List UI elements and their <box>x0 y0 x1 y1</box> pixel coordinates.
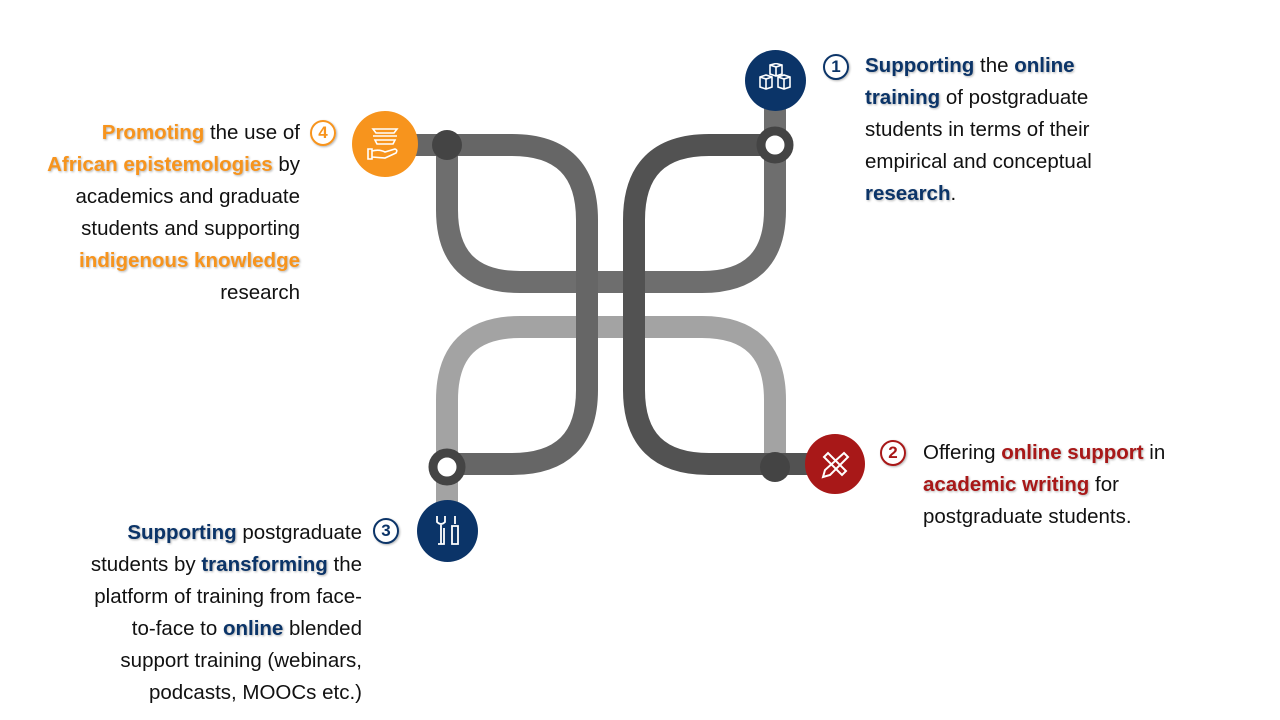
highlight-text: Supporting <box>865 54 975 77</box>
body-text: in <box>1143 441 1166 464</box>
highlight-text: indigenous knowledge <box>79 249 300 272</box>
highlight-text: online <box>222 617 284 640</box>
body-text: students and supporting <box>81 217 300 240</box>
body-text: Offering <box>923 441 1002 464</box>
node-bottom-right <box>760 452 790 482</box>
cubes-icon <box>745 50 806 111</box>
step-number-1: 1 <box>823 54 849 80</box>
highlight-text: Promoting <box>101 121 205 144</box>
tools-icon <box>417 500 478 562</box>
body-text: postgraduate students. <box>923 505 1132 528</box>
text-line: indigenous knowledge <box>47 245 300 277</box>
text-line: to-face to online blended <box>91 613 362 645</box>
body-text: students in terms of their <box>865 118 1090 141</box>
body-text: academics and graduate <box>75 185 300 208</box>
body-text: postgraduate <box>236 521 362 544</box>
highlight-text: research <box>865 182 951 205</box>
node-top-left <box>432 130 462 160</box>
body-text: the <box>327 553 362 576</box>
body-text: students by <box>90 553 202 576</box>
text-line: academic writing for <box>923 469 1165 501</box>
text-line: Supporting the online <box>865 50 1092 82</box>
highlight-text: Supporting <box>127 521 237 544</box>
node-top-right <box>756 126 794 164</box>
body-text: research <box>220 281 300 304</box>
body-text: support training (webinars, <box>120 649 362 672</box>
track-dark <box>623 134 835 475</box>
highlight-text: online <box>1014 54 1075 77</box>
text-line: empirical and conceptual <box>865 146 1092 178</box>
hand-layers-icon <box>352 111 418 177</box>
text-line: research. <box>865 178 1092 210</box>
body-text: the <box>974 54 1015 77</box>
track-mid-loop <box>436 80 786 293</box>
highlight-text: online support <box>1001 441 1144 464</box>
highlight-text: African epistemologies <box>47 153 273 176</box>
body-text: to-face to <box>131 617 223 640</box>
text-line: postgraduate students. <box>923 501 1165 533</box>
text-line: platform of training from face- <box>91 581 362 613</box>
node-bottom-left <box>428 448 466 486</box>
track-mid <box>385 134 598 475</box>
text-line: students in terms of their <box>865 114 1092 146</box>
text-line: Supporting postgraduate <box>91 517 362 549</box>
body-text: blended <box>283 617 362 640</box>
step-number-2: 2 <box>880 440 906 466</box>
pencil-ruler-icon <box>805 434 865 494</box>
body-text: empirical and conceptual <box>865 150 1092 173</box>
text-line: training of postgraduate <box>865 82 1092 114</box>
body-text: podcasts, MOOCs etc.) <box>148 681 362 704</box>
body-text: of postgraduate <box>940 86 1089 109</box>
body-text: . <box>950 182 957 205</box>
text-line: support training (webinars, <box>91 645 362 677</box>
text-line: Promoting the use of <box>47 117 300 149</box>
body-text: the use of <box>204 121 300 144</box>
body-text: platform of training from face- <box>94 585 362 608</box>
step-number-3: 3 <box>373 518 399 544</box>
text-line: African epistemologies by <box>47 149 300 181</box>
text-line: academics and graduate <box>47 181 300 213</box>
text-line: students by transforming the <box>91 549 362 581</box>
text-line: Offering online support in <box>923 437 1165 469</box>
text-line: podcasts, MOOCs etc.) <box>91 677 362 709</box>
step-number-4: 4 <box>310 120 336 146</box>
highlight-text: transforming <box>201 553 328 576</box>
body-text: by <box>272 153 300 176</box>
highlight-text: academic writing <box>923 473 1090 496</box>
track-light <box>436 316 786 530</box>
text-line: research <box>47 277 300 309</box>
body-text: for <box>1089 473 1119 496</box>
text-line: students and supporting <box>47 213 300 245</box>
highlight-text: training <box>865 86 941 109</box>
